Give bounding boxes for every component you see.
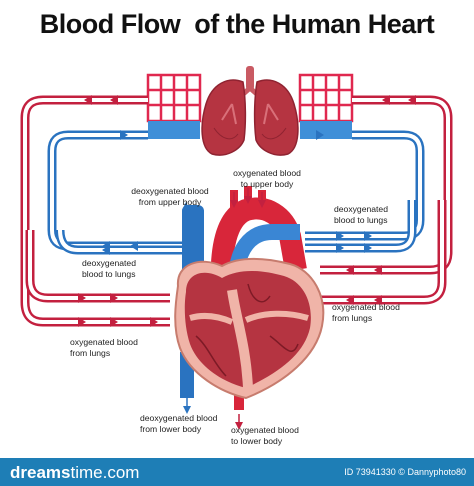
blood-flow-diagram <box>20 66 453 430</box>
circulation-tubes <box>20 95 453 327</box>
image-id-credit: ID 73941330 © Dannyphoto80 <box>344 467 466 477</box>
page-title: Blood Flow of the Human Heart <box>39 9 435 39</box>
septum <box>227 289 253 389</box>
logo-suffix-text: .com <box>102 463 140 482</box>
label-deoxygenated-from-upper-body: deoxygenated blood from upper body <box>131 186 209 207</box>
label-deoxygenated-from-lower-body: deoxygenated blood from lower body <box>140 413 218 434</box>
watermark-logo: dreamstime.com <box>10 463 139 483</box>
label-oxygenated-from-lungs-left: oxygenated blood from lungs <box>70 337 138 358</box>
heart <box>174 186 325 410</box>
oxygenated-flow-arrows <box>78 95 416 327</box>
logo-light-text: time <box>70 463 103 482</box>
lungs <box>201 66 299 156</box>
direction-markers <box>182 188 266 430</box>
label-oxygenated-to-lower-body: oxygenated blood to lower body <box>231 425 299 446</box>
deoxygenated-flow-arrows <box>102 130 372 255</box>
heart-chambers <box>184 271 311 388</box>
right-lung-capillary-grid <box>298 73 354 139</box>
label-oxygenated-to-upper-body: oxygenated blood to upper body <box>233 168 301 189</box>
label-deoxygenated-to-lungs-right: deoxygenated blood to lungs <box>334 204 388 225</box>
label-deoxygenated-to-lungs-left: deoxygenated blood to lungs <box>82 258 136 279</box>
left-lung-capillary-grid <box>146 73 202 139</box>
label-oxygenated-from-lungs-right: oxygenated blood from lungs <box>332 302 400 323</box>
descending-aorta <box>234 388 244 410</box>
logo-bold-text: dreams <box>10 463 71 482</box>
stock-footer-bar: dreamstime.com ID 73941330 © Dannyphoto8… <box>0 458 474 486</box>
